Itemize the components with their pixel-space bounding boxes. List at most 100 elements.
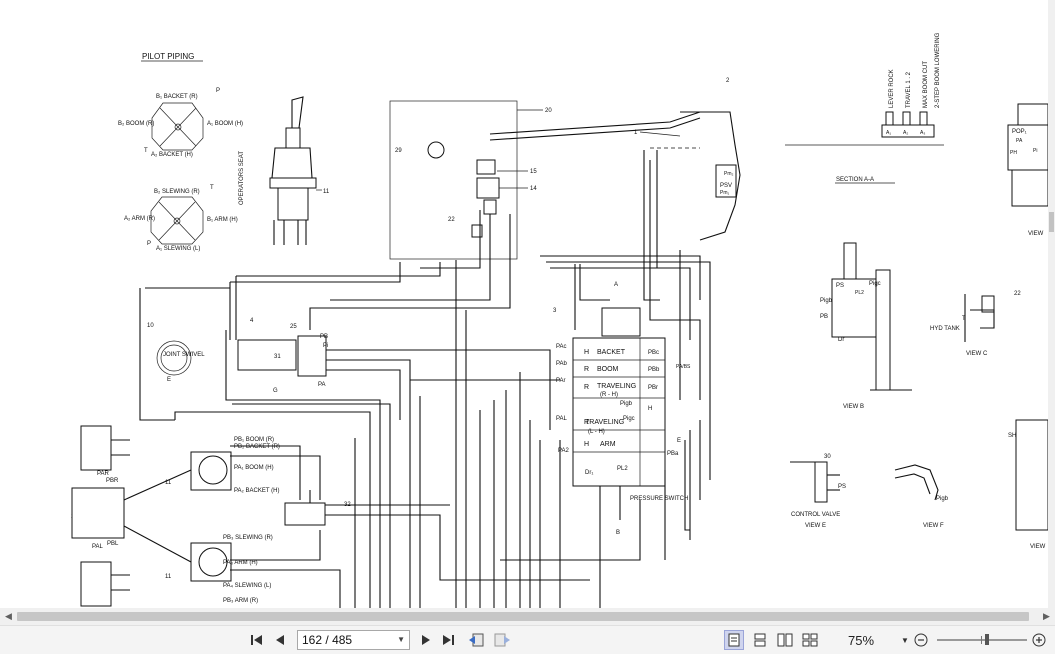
diagram-label: A₃ <box>920 130 925 136</box>
diagram-label: 14 <box>530 186 537 192</box>
diagram-label: PB₂ BACKET (R) <box>234 444 280 450</box>
diagram-label: R <box>584 419 589 426</box>
diagram-label: A₂ BACKET (H) <box>151 152 193 158</box>
diagram-label: SH <box>1008 433 1016 439</box>
diagram-label: R <box>584 366 589 373</box>
diagram-label: T <box>962 316 966 322</box>
joint-swivel: JOINT SWIVEL E 10 <box>147 323 205 383</box>
diagram-label: BOOM <box>597 366 619 373</box>
diagram-label: A <box>614 282 618 288</box>
diagram-label: 10 <box>147 323 154 329</box>
view-b: PS Pigb PB Pigc PL2 Dr VIEW B <box>820 242 912 410</box>
diagram-label: Dr₁ <box>585 470 593 476</box>
diagram-label: PBc <box>648 350 659 356</box>
single-page-view-icon[interactable] <box>724 630 744 650</box>
diagram-label: B₂ BOOM (R) <box>118 121 154 127</box>
diagram-label: B₁ BACKET (R) <box>156 94 198 100</box>
diagram-label: 11 <box>323 189 330 195</box>
diagram-label: POP₁ <box>1012 129 1027 135</box>
diagram-label: VIEW <box>1030 544 1046 550</box>
diagram-label: Pigc <box>869 281 881 287</box>
page-separator: / <box>325 633 329 647</box>
document-viewer: PILOT PIPING B₁ BACKET (R) B₂ BOOM (R) A… <box>71 32 1048 608</box>
next-page-icon[interactable] <box>418 630 434 650</box>
total-pages: 485 <box>332 633 353 647</box>
vertical-scrollbar[interactable] <box>1048 0 1055 608</box>
diagram-label: PBL <box>107 541 119 547</box>
diagram-label: 3 <box>553 308 557 314</box>
current-page[interactable]: 162 <box>302 633 323 647</box>
diagram-label: ARM <box>600 441 616 448</box>
diagram-label: PAr <box>556 378 566 384</box>
diagram-label: PBb <box>648 367 660 373</box>
diagram-label: PB <box>820 314 828 320</box>
scroll-right-arrow-icon[interactable]: ▶ <box>1043 611 1050 621</box>
diagram-label: PL2 <box>855 290 864 296</box>
pilot-pattern-1: B₁ BACKET (R) B₂ BOOM (R) A₁ BOOM (H) A₂… <box>118 88 243 158</box>
diagram-label: PB₃ SLEWING (R) <box>223 535 273 541</box>
diagram-label: BACKET <box>597 349 626 356</box>
diagram-label: MAX BOOM CUT <box>923 61 929 108</box>
diagram-label: TRAVELING <box>597 383 636 390</box>
diagram-label: 2 <box>726 78 730 84</box>
two-page-view-icon[interactable] <box>775 630 795 650</box>
diagram-label: VIEW C <box>966 351 988 357</box>
diagram-label: 31 <box>274 354 281 360</box>
next-view-icon[interactable] <box>492 630 512 650</box>
joystick-pilot-valve: 11 <box>269 96 330 245</box>
partial-views-right: POP₁ PA Pi PH VIEW SH VIEW <box>1007 103 1048 550</box>
diagram-label: PAL <box>556 416 568 422</box>
pilot-piping-title: PILOT PIPING <box>142 52 194 61</box>
diagram-label: PAR <box>97 471 110 477</box>
last-page-icon[interactable] <box>440 630 458 650</box>
diagram-label: VIEW <box>1028 231 1044 237</box>
zoom-dropdown-icon[interactable]: ▼ <box>901 635 909 645</box>
diagram-label: PS <box>838 484 846 490</box>
page-number-field[interactable]: 162 / 485 ▼ <box>297 630 410 650</box>
diagram-label: PA₁ BOOM (H) <box>234 465 274 471</box>
diagram-label: A₁ BOOM (H) <box>207 121 243 127</box>
diagram-label: 15 <box>530 169 537 175</box>
diagram-label: E <box>167 377 171 383</box>
diagram-label: TRAVELING <box>585 419 624 426</box>
diagram-label: PA/BS <box>676 364 691 370</box>
diagram-label: Pigb <box>620 401 633 407</box>
previous-view-icon[interactable] <box>467 630 487 650</box>
diagram-label: PRESSURE SWITCH <box>630 496 688 502</box>
diagram-label: (R - H) <box>600 392 618 398</box>
continuous-view-icon[interactable] <box>750 630 770 650</box>
diagram-label: (L - H) <box>588 429 605 435</box>
diagram-label: H <box>648 406 652 412</box>
diagram-label: Pi <box>323 343 328 349</box>
zoom-in-icon[interactable] <box>1030 630 1048 650</box>
two-page-continuous-icon[interactable] <box>800 630 820 650</box>
diagram-label: A₂ <box>903 130 908 136</box>
scroll-left-arrow-icon[interactable]: ◀ <box>5 611 12 621</box>
horizontal-scroll-thumb[interactable] <box>17 612 1029 621</box>
previous-page-icon[interactable] <box>272 630 288 650</box>
zoom-out-icon[interactable] <box>912 630 930 650</box>
zoom-slider-track[interactable] <box>937 639 1027 641</box>
vertical-scroll-thumb[interactable] <box>1049 212 1054 232</box>
viewer-toolbar: 162 / 485 ▼ 75% ▼ <box>0 625 1055 654</box>
chevron-down-icon[interactable]: ▼ <box>397 635 405 644</box>
diagram-label: PAc <box>556 344 567 350</box>
diagram-label: PBR <box>106 478 119 484</box>
diagram-label: PA <box>1016 138 1023 144</box>
zoom-slider-handle[interactable] <box>984 634 989 645</box>
diagram-label: Pm₂ <box>724 171 734 177</box>
zoom-level: 75% <box>848 632 875 648</box>
first-page-icon[interactable] <box>248 630 266 650</box>
diagram-label: B₁ ARM (H) <box>207 217 238 223</box>
diagram-label: E <box>677 438 681 444</box>
diagram-label: PA₂ BACKET (H) <box>234 488 279 494</box>
diagram-label: Dr <box>838 337 844 343</box>
zoom-slider-tick <box>981 636 982 644</box>
diagram-label: PAL <box>92 544 104 550</box>
diagram-label: Pigb <box>936 496 949 502</box>
diagram-label: PAb <box>556 361 568 367</box>
diagram-label: A₂ ARM (R) <box>124 216 155 222</box>
horizontal-scrollbar[interactable]: ◀ ▶ <box>0 608 1055 625</box>
diagram-label: PB₃ ARM (R) <box>223 598 258 604</box>
diagram-label: PS <box>836 283 844 289</box>
